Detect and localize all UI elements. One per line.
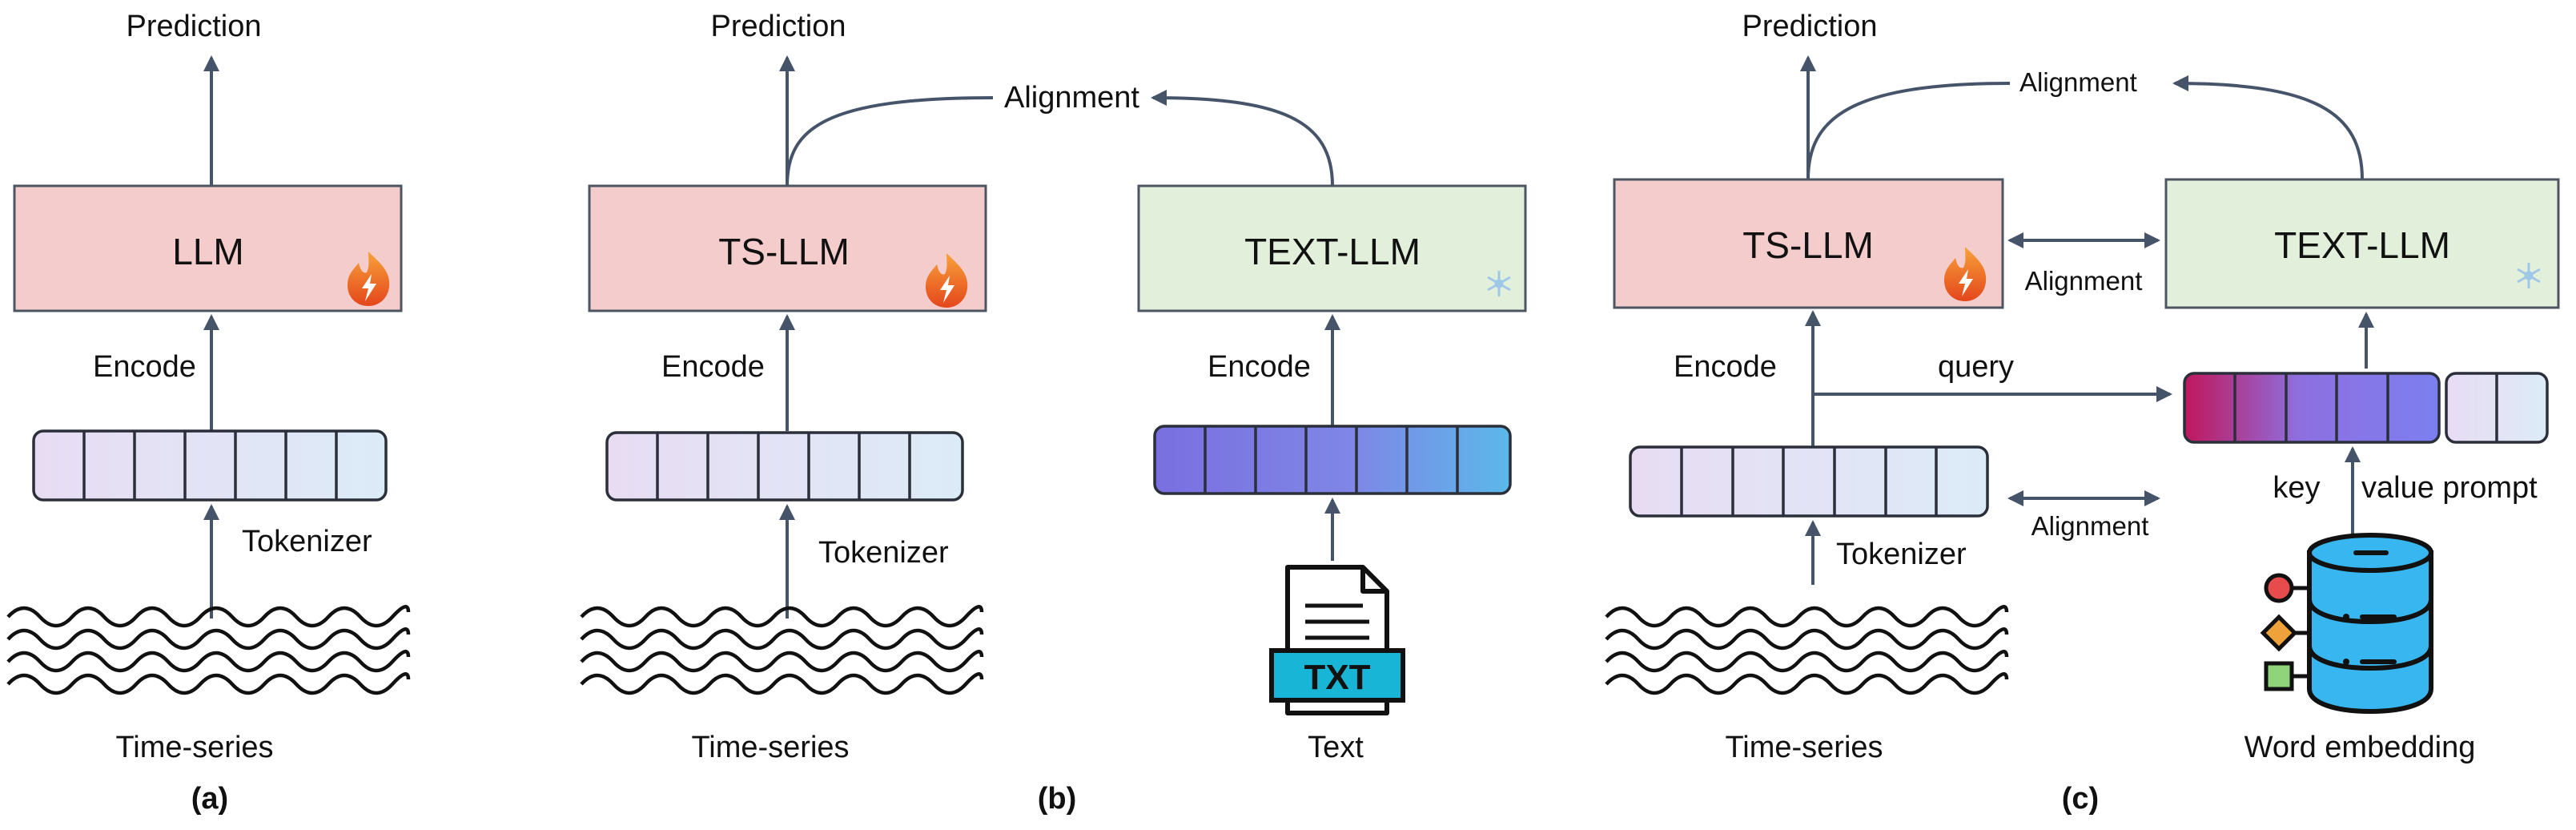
- key-token-sequence: [2183, 372, 2441, 444]
- alignment-bottom-label: Alignment: [2031, 511, 2149, 541]
- caption-b: (b): [1038, 782, 1077, 816]
- ts-token-sequence: [32, 429, 388, 502]
- text-llm-title: TEXT-LLM: [2274, 224, 2450, 266]
- fire-icon: [348, 252, 390, 306]
- token-dividers: [82, 431, 338, 500]
- key-label: key: [2273, 471, 2320, 505]
- text-llm-box: [1137, 184, 1527, 312]
- encode-label: Encode: [1674, 350, 1777, 384]
- prediction-label: Prediction: [127, 10, 262, 43]
- value-prompt-label: value prompt: [2361, 471, 2538, 505]
- text-input-label: Text: [1308, 731, 1364, 764]
- encode-text-label: Encode: [1208, 350, 1311, 384]
- square-node-icon: [2264, 661, 2294, 691]
- ts-llm-box: [588, 184, 987, 312]
- panel-b: Prediction Alignment TS-LLM TEXT-LLM Enc…: [580, 10, 1527, 816]
- llm-title: LLM: [172, 231, 243, 272]
- circle-node-icon: [2264, 573, 2294, 603]
- alignment-arrow-text: [1151, 90, 1334, 187]
- time-series-label: Time-series: [115, 731, 273, 764]
- query-label: query: [1938, 350, 2014, 384]
- alignment-mid-label: Alignment: [2025, 266, 2143, 296]
- panel-c: Prediction Alignment TS-LLM TEXT-LLM Ali…: [1605, 10, 2560, 816]
- database-icon: [2260, 533, 2433, 715]
- alignment-arrow-text: [2172, 75, 2364, 180]
- time-series-waves: [1605, 605, 2009, 695]
- text-llm-title: TEXT-LLM: [1244, 231, 1421, 272]
- tokenizer-label: Tokenizer: [242, 525, 372, 558]
- token-dividers: [656, 433, 911, 500]
- ts-llm-title: TS-LLM: [718, 231, 850, 272]
- encode-ts-label: Encode: [661, 350, 765, 384]
- word-embedding-label: Word embedding: [2244, 731, 2476, 764]
- panel-a: Prediction LLM Encode Tokenizer: [6, 10, 411, 816]
- tokenizer-label: Tokenizer: [1836, 538, 1967, 571]
- alignment-top-label: Alignment: [2019, 67, 2137, 97]
- ts-llm-title: TS-LLM: [1742, 224, 1874, 266]
- fire-icon: [1944, 247, 1987, 301]
- tokenizer-label: Tokenizer: [818, 536, 949, 570]
- prediction-label: Prediction: [711, 10, 846, 43]
- alignment-arrow-ts: [1806, 82, 2011, 180]
- value-prompt-token-sequence: [2445, 372, 2549, 444]
- fire-icon: [926, 253, 968, 308]
- alignment-arrow-ts: [786, 96, 994, 187]
- prediction-label: Prediction: [1742, 10, 1878, 43]
- caption-c: (c): [2062, 782, 2099, 816]
- caption-a: (a): [191, 782, 228, 816]
- token-dividers: [1680, 447, 1938, 516]
- alignment-label: Alignment: [1004, 81, 1139, 115]
- ts-token-sequence: [1629, 445, 1989, 518]
- txt-file-icon: TXT: [1269, 565, 1405, 715]
- text-llm-box: [2164, 178, 2560, 309]
- token-dividers: [2233, 373, 2389, 442]
- llm-box: [13, 184, 403, 312]
- text-token-sequence: [1153, 425, 1512, 495]
- txt-badge-label: TXT: [1304, 658, 1370, 697]
- snowflake-icon: [1487, 271, 1511, 296]
- token-dividers: [1204, 426, 1459, 494]
- time-series-label: Time-series: [1725, 731, 1883, 764]
- encode-label: Encode: [93, 350, 196, 384]
- time-series-label: Time-series: [691, 731, 849, 764]
- time-series-waves: [580, 605, 984, 695]
- snowflake-icon: [2517, 263, 2541, 288]
- ts-llm-box: [1613, 178, 2004, 309]
- ts-token-sequence: [605, 431, 964, 502]
- time-series-waves: [6, 605, 411, 695]
- diamond-node-icon: [2260, 614, 2298, 652]
